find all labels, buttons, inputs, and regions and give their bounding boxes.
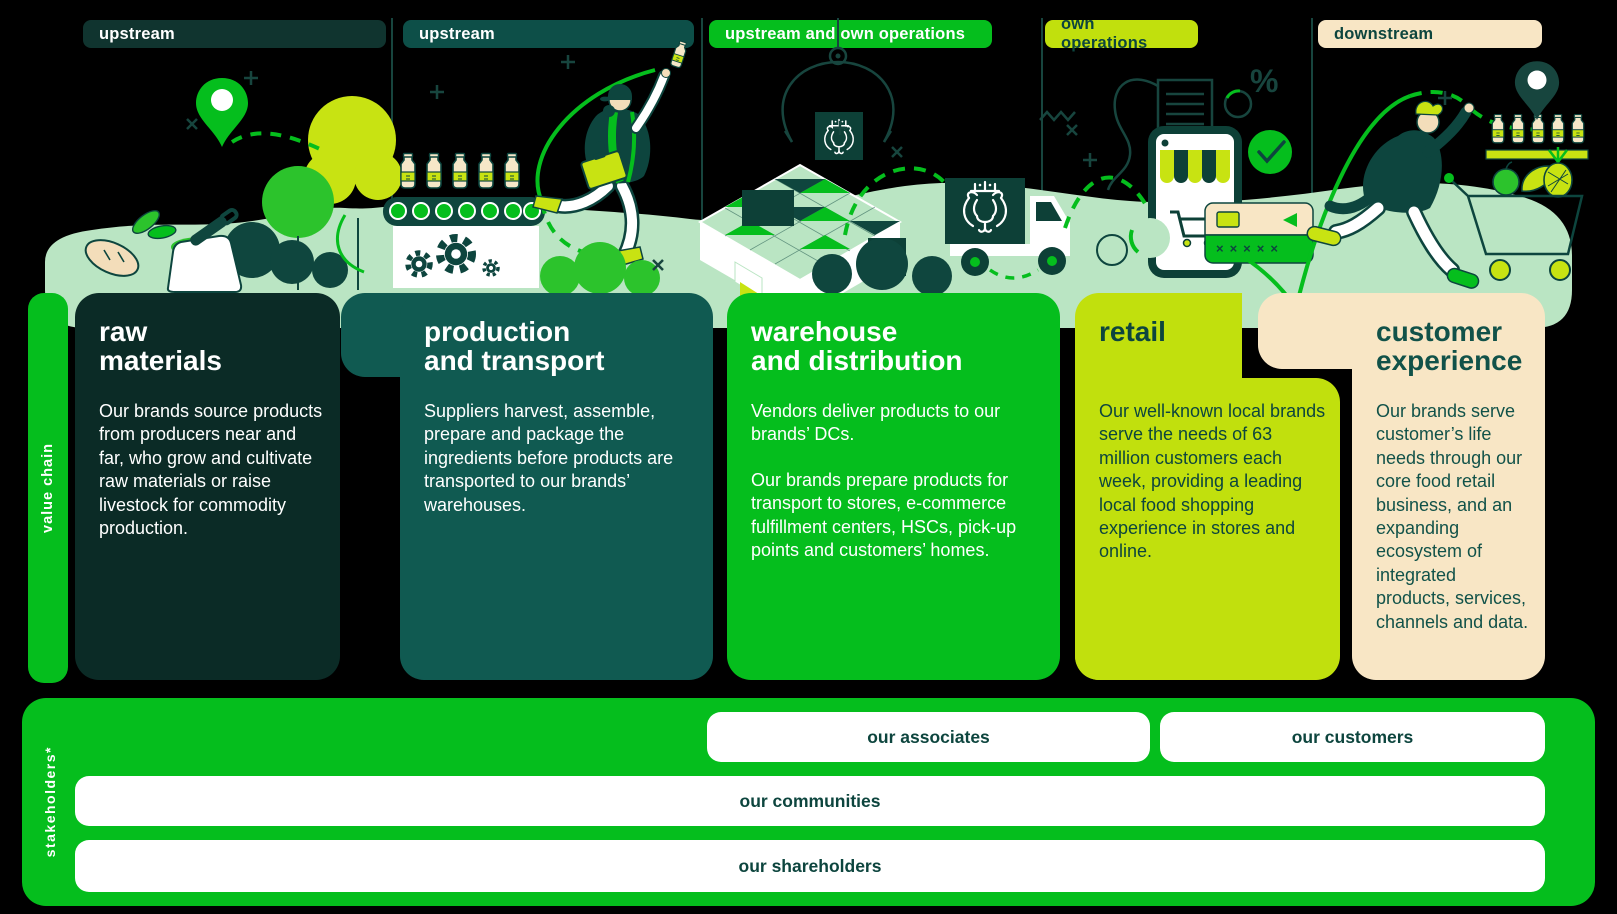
card-heading: raw materials [99, 317, 326, 379]
bar-label: our shareholders [738, 855, 882, 876]
percent-symbol: % [1250, 63, 1278, 99]
value-chain-label: value chain [40, 443, 56, 533]
tag-label: downstream [1334, 24, 1434, 43]
tag-label: upstream [99, 24, 175, 43]
shoe [532, 195, 564, 214]
bush [812, 238, 952, 296]
heading-line: experience [1376, 345, 1523, 377]
card-paragraph: Our brands prepare products for transpor… [751, 469, 1017, 560]
tag-upstream-2: upstream [403, 20, 694, 48]
card-body: Vendors deliver products to our brands’ … [751, 400, 1046, 562]
card-body: Suppliers harvest, assemble, prepare and… [424, 400, 699, 517]
apple [1492, 168, 1520, 196]
vine [335, 214, 365, 274]
card-body: Our well-known local brands serve the ne… [1099, 400, 1326, 564]
stakeholder-bar-customers: our customers [1160, 712, 1545, 762]
tree-green [262, 166, 334, 290]
scoop [190, 207, 239, 246]
location-pin-dark [1514, 61, 1560, 120]
card-paragraph: Our brands source products from producer… [99, 401, 323, 538]
heading-line: and transport [424, 345, 605, 377]
journey-path [230, 131, 323, 152]
zigzag [1039, 110, 1076, 122]
heading-line: raw [99, 316, 148, 347]
column-divider [701, 18, 703, 250]
stakeholder-bar-communities: our communities [75, 776, 1545, 826]
delivery-truck [945, 178, 1070, 280]
card-raw-materials: raw materials Our brands source products… [75, 293, 340, 680]
card-heading: production and transport [424, 317, 699, 379]
tag-label: upstream and own operations [725, 24, 966, 43]
circle-decor [1130, 218, 1170, 258]
card-paragraph: Vendors deliver products to our brands’ … [751, 401, 1001, 445]
location-pin-dot [1527, 70, 1547, 90]
check-circle [1248, 130, 1292, 174]
value-chain-illustration: % ××××× [45, 18, 1589, 328]
tree-lime [304, 96, 402, 290]
card-heading: warehouse and distribution [751, 317, 1046, 379]
stakeholders-axis: stakeholders* [30, 698, 70, 906]
milk-bottles [400, 152, 520, 189]
conveyor-belt [383, 197, 545, 288]
shoe [1446, 267, 1480, 289]
location-pin-dot [211, 89, 233, 111]
fruit-cart [1444, 147, 1584, 281]
sparkle-cross [186, 118, 1078, 271]
card-retail-shape [1075, 378, 1340, 680]
stakeholders-label: stakeholders* [42, 746, 58, 858]
card-paragraph: Our well-known local brands serve the ne… [1099, 401, 1326, 562]
awning [1160, 150, 1230, 183]
heading-line: customer [1376, 316, 1503, 347]
heading-line: warehouse [751, 316, 898, 347]
bottle-shelf [1485, 113, 1589, 160]
journey-path [1063, 175, 1148, 229]
journey-path [843, 166, 952, 236]
card-body: Our brands serve customer’s life needs t… [1376, 400, 1531, 634]
card-heading: retail [1099, 317, 1326, 379]
card-production-transport: production and transport Suppliers harve… [400, 293, 713, 680]
heading-line: retail [1099, 316, 1166, 347]
card-body: Our brands source products from producer… [99, 400, 326, 540]
card-retail: retail Our well-known local brands serve… [1075, 293, 1340, 680]
tag-upstream-1: upstream [83, 20, 386, 48]
tag-own-operations: own operations [1045, 15, 1198, 52]
bar-label: our associates [867, 726, 990, 747]
tag-downstream: downstream [1318, 20, 1542, 48]
heading-line: production [424, 316, 571, 347]
credit-card: ××××× [1204, 202, 1314, 264]
tag-label: upstream [419, 24, 495, 43]
value-chain-axis: value chain [28, 293, 68, 683]
shoe [1306, 225, 1342, 247]
card-heading: customer experience [1376, 317, 1531, 379]
branded-box [815, 112, 863, 160]
stakeholder-bar-shareholders: our shareholders [75, 840, 1545, 892]
card-customer-experience: customer experience Our brands serve cus… [1352, 293, 1545, 680]
column-divider [1311, 18, 1313, 250]
stakeholder-bar-associates: our associates [707, 712, 1150, 762]
card-warehouse-distribution: warehouse and distribution Vendors deliv… [727, 293, 1060, 680]
tag-label: own operations [1061, 15, 1148, 52]
svg-text:×××××: ××××× [1216, 241, 1284, 256]
quality-inspector [532, 39, 689, 268]
heading-line: materials [99, 345, 222, 377]
bar-label: our customers [1291, 726, 1414, 747]
carrot [84, 210, 177, 277]
grain-sack [166, 207, 243, 293]
clipboard [580, 150, 628, 190]
column-divider [1041, 18, 1043, 250]
sparkle-plus [244, 55, 1452, 167]
card-paragraph: Our brands serve customer’s life needs t… [1376, 401, 1529, 632]
bush [540, 242, 660, 296]
card-paragraph: Suppliers harvest, assemble, prepare and… [424, 401, 674, 515]
crane-claw [781, 18, 895, 143]
running-shopper [1306, 100, 1480, 289]
tag-upstream-own-operations: upstream and own operations [709, 20, 992, 48]
bar-label: our communities [739, 790, 881, 811]
circle-decor [1096, 234, 1128, 266]
heading-line: and distribution [751, 345, 963, 377]
